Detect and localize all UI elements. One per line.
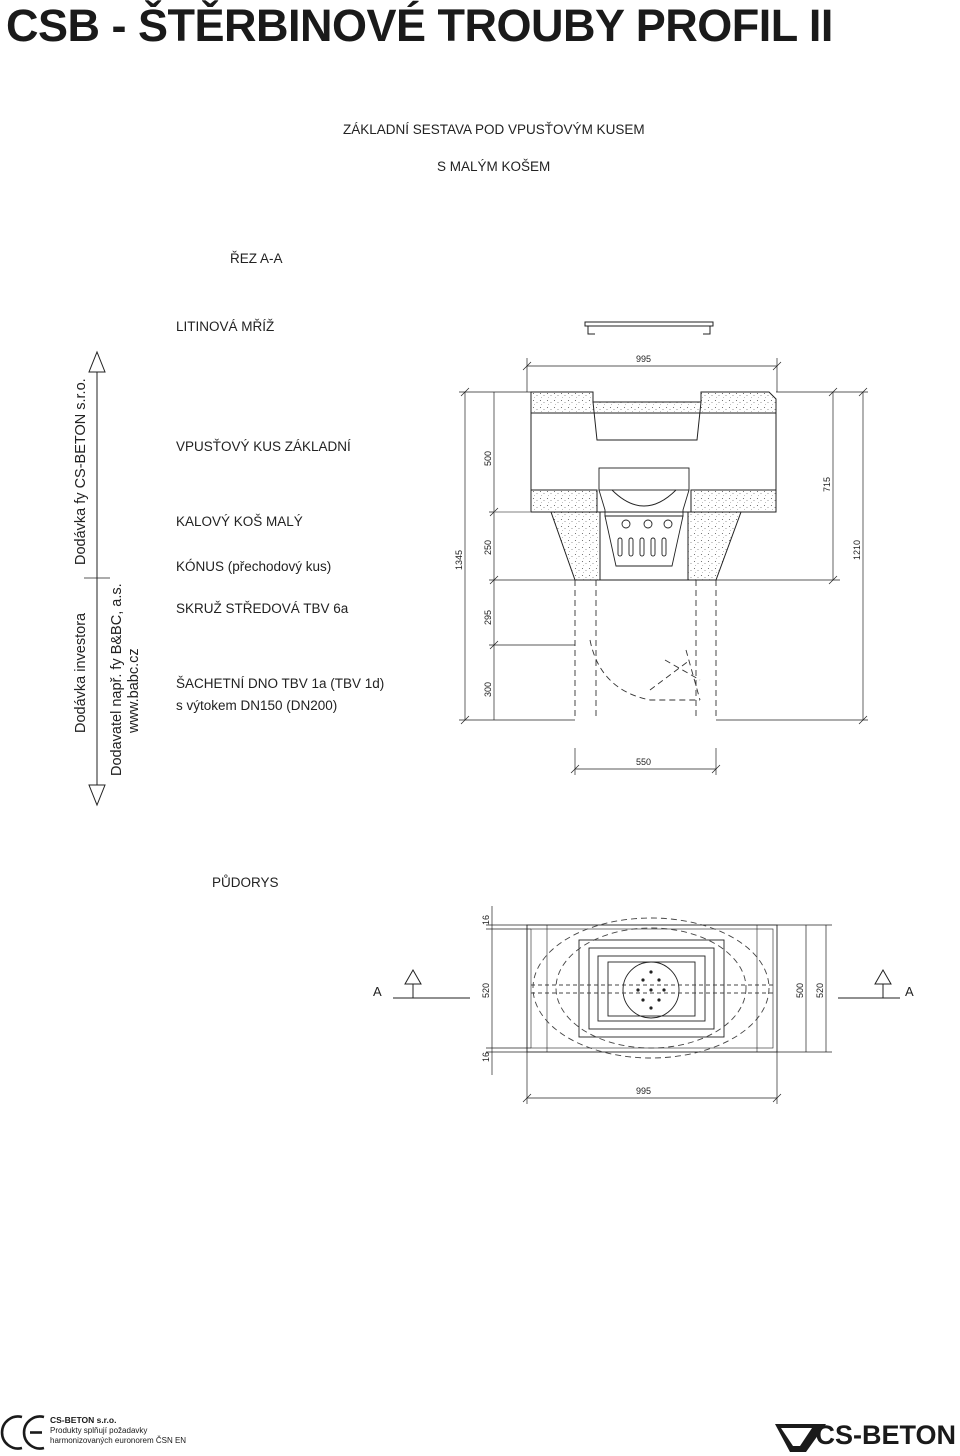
plan-label: PŮDORYS [212,875,279,890]
cone-drawing [550,511,742,581]
dim-995-top [522,358,782,392]
plan-dims [486,906,832,1104]
subtitle-line2: S MALÝM KOŠEM [437,159,551,174]
dim-bottom-width: 550 [636,757,651,767]
page-title: CSB - ŠTĚRBINOVÉ TROUBY PROFIL II [6,0,833,51]
grate-drawing [584,321,714,335]
plan-holes [636,970,666,1010]
subtitle-line1: ZÁKLADNÍ SESTAVA POD VPUSŤOVÝM KUSEM [343,122,645,137]
section-marker-left [393,968,470,999]
dim-bottom-height: 300 [483,682,493,697]
plan-dim-top: 16 [481,915,491,925]
footer-company: CS-BETON s.r.o. [50,1415,117,1425]
plan-marker-left: A [373,984,382,999]
supply-arrow [88,350,106,807]
plan-dim-bottom: 16 [481,1052,491,1062]
plan-view [526,917,778,1059]
inlet-top-slab [530,391,777,490]
dim-top-width: 995 [636,354,651,364]
inlet-base-slab [530,489,777,513]
label-bottom-line1: ŠACHETNÍ DNO TBV 1a (TBV 1d) [176,676,385,691]
dim-right-upper: 715 [822,477,832,492]
dim-inlet-height: 500 [483,451,493,466]
dim-left-vertical [459,387,575,725]
section-marker-right [838,968,900,999]
plan-dim-right: 520 [815,983,825,998]
dim-right-vertical [716,387,868,725]
footer-line2: harmonizovaných euronorem ČSN EN [50,1436,187,1445]
plan-dim-left: 520 [481,983,491,998]
dim-cone-height: 250 [483,540,493,555]
dim-left-total: 1345 [454,550,464,570]
plan-dim-width: 995 [636,1086,651,1096]
ring-and-bottom-dashed [574,580,717,720]
dim-550-bottom [570,748,721,775]
ce-mark-icon [0,1415,45,1450]
label-bottom-line2: s výtokem DN150 (DN200) [176,698,338,713]
basket-drawing [598,467,690,567]
label-inlet: VPUSŤOVÝ KUS ZÁKLADNÍ [176,439,351,454]
cs-beton-logo-icon [775,1424,826,1452]
section-label: ŘEZ A-A [230,251,283,266]
plan-marker-right: A [905,984,914,999]
plan-dim-inner: 500 [795,983,805,998]
footer-logo: CS-BETON [815,1420,956,1450]
dim-right-total: 1210 [852,540,862,560]
label-grate: LITINOVÁ MŘÍŽ [176,319,275,334]
label-cone: KÓNUS (přechodový kus) [176,559,332,574]
dim-ring-height: 295 [483,610,493,625]
label-basket: KALOVÝ KOŠ MALÝ [176,514,303,529]
label-ring: SKRUŽ STŘEDOVÁ TBV 6a [176,601,349,616]
footer-line1: Produkty splňují požadavky [50,1426,148,1435]
